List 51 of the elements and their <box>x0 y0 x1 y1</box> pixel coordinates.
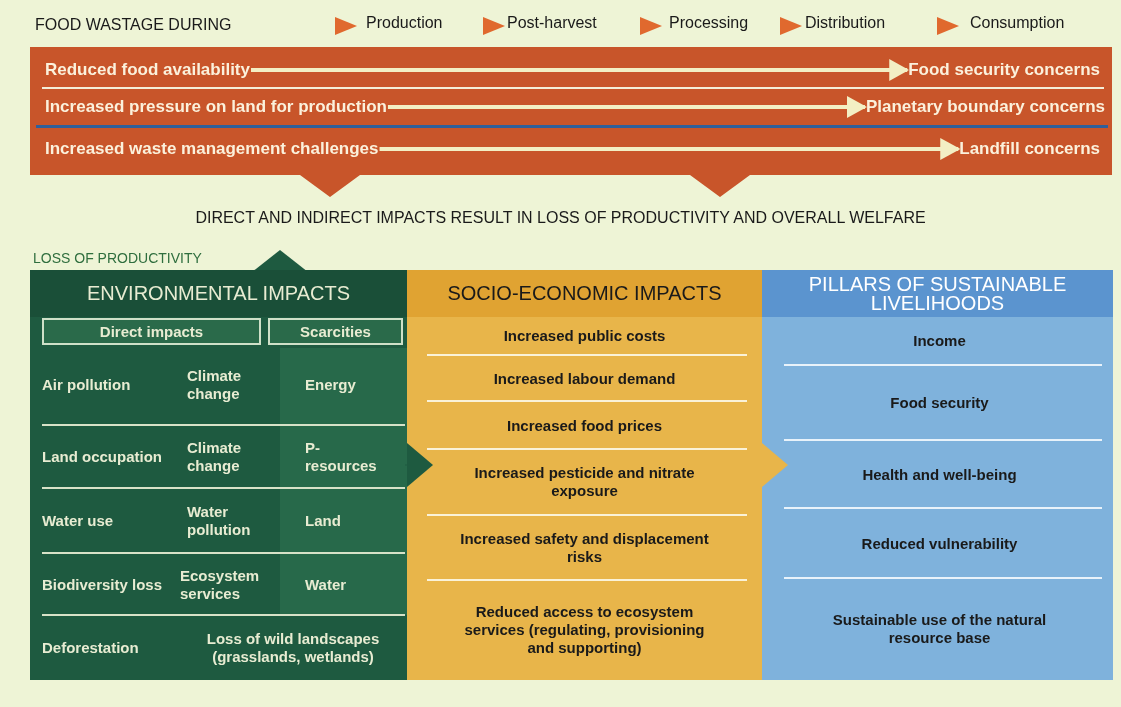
column-header: Scarcities <box>268 318 403 345</box>
stage-label: Distribution <box>805 14 886 32</box>
section-heading: DIRECT AND INDIRECT IMPACTS RESULT IN LOSS OF PRODUCTIVITY AND OVERALL WELFARE <box>194 209 927 227</box>
banner-heading: FOOD WASTAGE DURING <box>35 16 232 34</box>
impact-text: Increased labour demand <box>422 358 747 400</box>
concern-text: Food security concerns <box>908 55 1100 85</box>
pillar-text: Health and well-being <box>777 442 1102 507</box>
impact-text: Climate change <box>187 428 282 486</box>
impact-text: Water <box>305 556 405 613</box>
impact-text: Increased public costs <box>422 317 747 355</box>
pillar-text: Food security <box>777 367 1102 439</box>
impact-text: Reduced food availability <box>45 55 250 85</box>
chevron-arrow <box>404 443 433 487</box>
impact-text: Ecosystem services <box>180 556 280 613</box>
impact-text: Land occupation <box>42 428 182 486</box>
concern-text: Planetary boundary concerns <box>865 92 1105 122</box>
chevron-arrow <box>759 443 788 487</box>
impact-text: Increased pressure on land for production <box>45 92 387 122</box>
impact-text: Deforestation <box>42 618 177 678</box>
section-label: LOSS OF PRODUCTIVITY <box>33 250 202 266</box>
stage-label: Post-harvest <box>507 14 597 32</box>
impact-text: Increased waste management challenges <box>45 132 379 166</box>
panel-header: SOCIO-ECONOMIC IMPACTS <box>407 270 762 317</box>
impact-text: Increased food prices <box>422 403 747 448</box>
impact-text: Increased pesticide and nitrate exposure <box>422 451 747 513</box>
impact-text: Air pollution <box>42 350 182 420</box>
stage-label: Consumption <box>970 14 1065 32</box>
impact-panel <box>407 270 762 680</box>
impact-text: Water use <box>42 491 182 551</box>
column-header: Direct impacts <box>42 318 261 345</box>
impact-text: Climate change <box>187 350 282 420</box>
pillar-text: Sustainable use of the natural resource base <box>777 580 1102 678</box>
panel-header: ENVIRONMENTAL IMPACTS <box>30 270 407 317</box>
impact-text: P- resources <box>305 428 395 486</box>
livelihoods-panel <box>762 270 1113 680</box>
arrow <box>387 96 867 118</box>
arrow <box>251 59 910 81</box>
impact-text: Increased safety and displacement risks <box>422 517 747 579</box>
arrow <box>379 138 961 160</box>
pillar-text: Reduced vulnerability <box>777 510 1102 577</box>
panel-header: PILLARS OF SUSTAINABLE LIVELIHOODS <box>762 270 1113 317</box>
impact-text: Reduced access to ecosystem services (regulating, provisioning and supporting) <box>422 582 747 678</box>
concern-text: Landfill concerns <box>959 132 1100 166</box>
impact-text: Loss of wild landscapes (grasslands, wetlands) <box>178 618 408 678</box>
impact-text: Water pollution <box>187 491 282 551</box>
impact-text: Energy <box>305 350 405 420</box>
stage-label: Production <box>366 14 443 32</box>
stage-label: Processing <box>669 14 749 32</box>
impact-text: Land <box>305 491 405 551</box>
pillar-text: Income <box>777 317 1102 364</box>
impact-panel <box>30 270 407 680</box>
